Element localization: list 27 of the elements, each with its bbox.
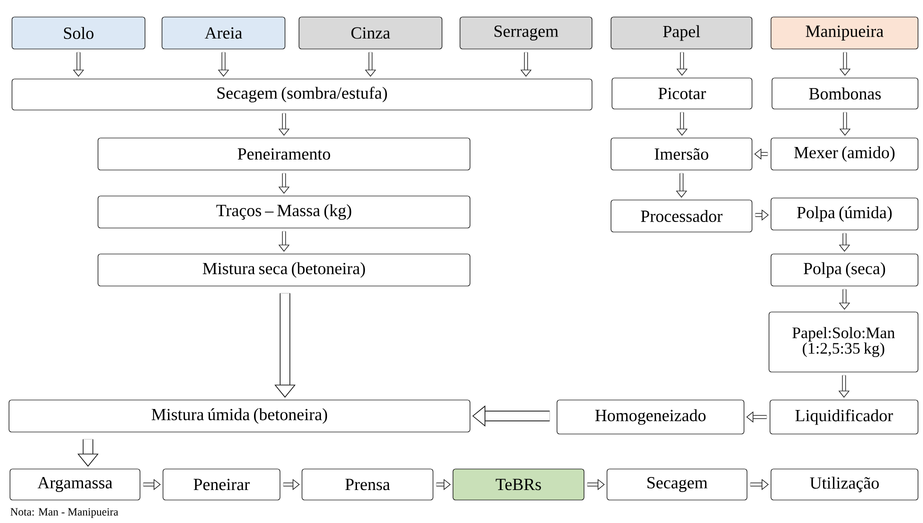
- process-box: Picotar: [612, 78, 752, 110]
- process-box: Processador: [610, 200, 752, 232]
- process-box: Papel:Solo:Man (1:2,5:35 kg): [768, 312, 918, 372]
- process-box: Utilização: [770, 468, 918, 500]
- process-box: Serragem: [460, 16, 592, 50]
- process-box: Cinza: [298, 16, 442, 50]
- process-box: Manipueira: [770, 16, 918, 50]
- process-box: Peneirar: [162, 468, 280, 500]
- process-box: Polpa (seca): [770, 254, 918, 286]
- process-box: Bombonas: [772, 78, 918, 110]
- process-box: TeBRs: [452, 468, 584, 500]
- process-box: Prensa: [302, 468, 434, 500]
- process-box: Argamassa: [10, 468, 140, 500]
- process-box: Peneiramento: [98, 138, 470, 170]
- process-box: Liquidificador: [770, 400, 918, 434]
- process-box: Solo: [12, 16, 146, 50]
- process-box: Secagem: [606, 468, 748, 500]
- process-box: Imersão: [610, 138, 752, 170]
- process-box: Papel: [610, 16, 752, 50]
- process-box: Mistura úmida (betoneira): [8, 400, 470, 432]
- process-box: Mexer (amido): [770, 138, 918, 170]
- process-box: Mistura seca (betoneira): [98, 254, 470, 286]
- process-box: Polpa (úmida): [770, 198, 918, 230]
- process-box: Traços – Massa (kg): [98, 196, 470, 228]
- process-box: Areia: [162, 16, 286, 50]
- process-box: Homogeneizado: [556, 400, 744, 434]
- process-box: Secagem (sombra/estufa): [12, 78, 592, 110]
